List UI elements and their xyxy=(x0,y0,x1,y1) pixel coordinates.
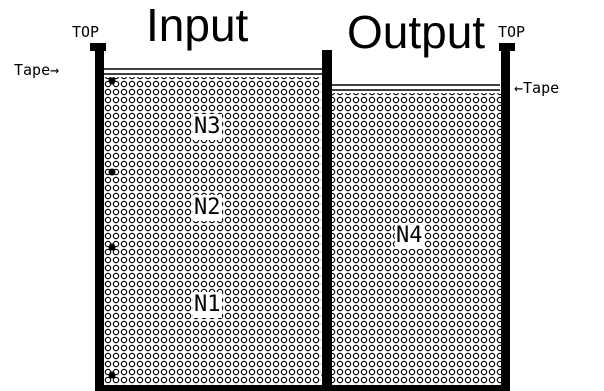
output-title: Output xyxy=(347,6,486,58)
right-wall xyxy=(501,50,510,391)
region-label-n1: N1 xyxy=(193,292,222,318)
tape-label-right: ←Tape xyxy=(514,79,560,97)
bottom-wall xyxy=(95,385,510,391)
sensor-dot xyxy=(108,243,116,251)
input-title: Input xyxy=(146,0,249,51)
sensor-dot xyxy=(321,371,329,379)
sensor-dot xyxy=(108,371,116,379)
region-label-n4: N4 xyxy=(395,223,424,249)
region-label-n2: N2 xyxy=(193,195,222,221)
sensor-dot xyxy=(108,77,116,85)
center-wall xyxy=(322,50,332,391)
tape-label-left: Tape→ xyxy=(14,61,60,79)
output-tape xyxy=(332,84,500,91)
top-marker-left: TOP xyxy=(72,23,100,41)
top-cap-left xyxy=(90,43,106,51)
sensor-dot xyxy=(108,168,116,176)
left-wall xyxy=(95,43,104,391)
top-marker-right: TOP xyxy=(498,23,526,41)
region-label-n3: N3 xyxy=(193,114,222,140)
input-tape xyxy=(104,68,322,75)
top-cap-right xyxy=(499,43,515,51)
